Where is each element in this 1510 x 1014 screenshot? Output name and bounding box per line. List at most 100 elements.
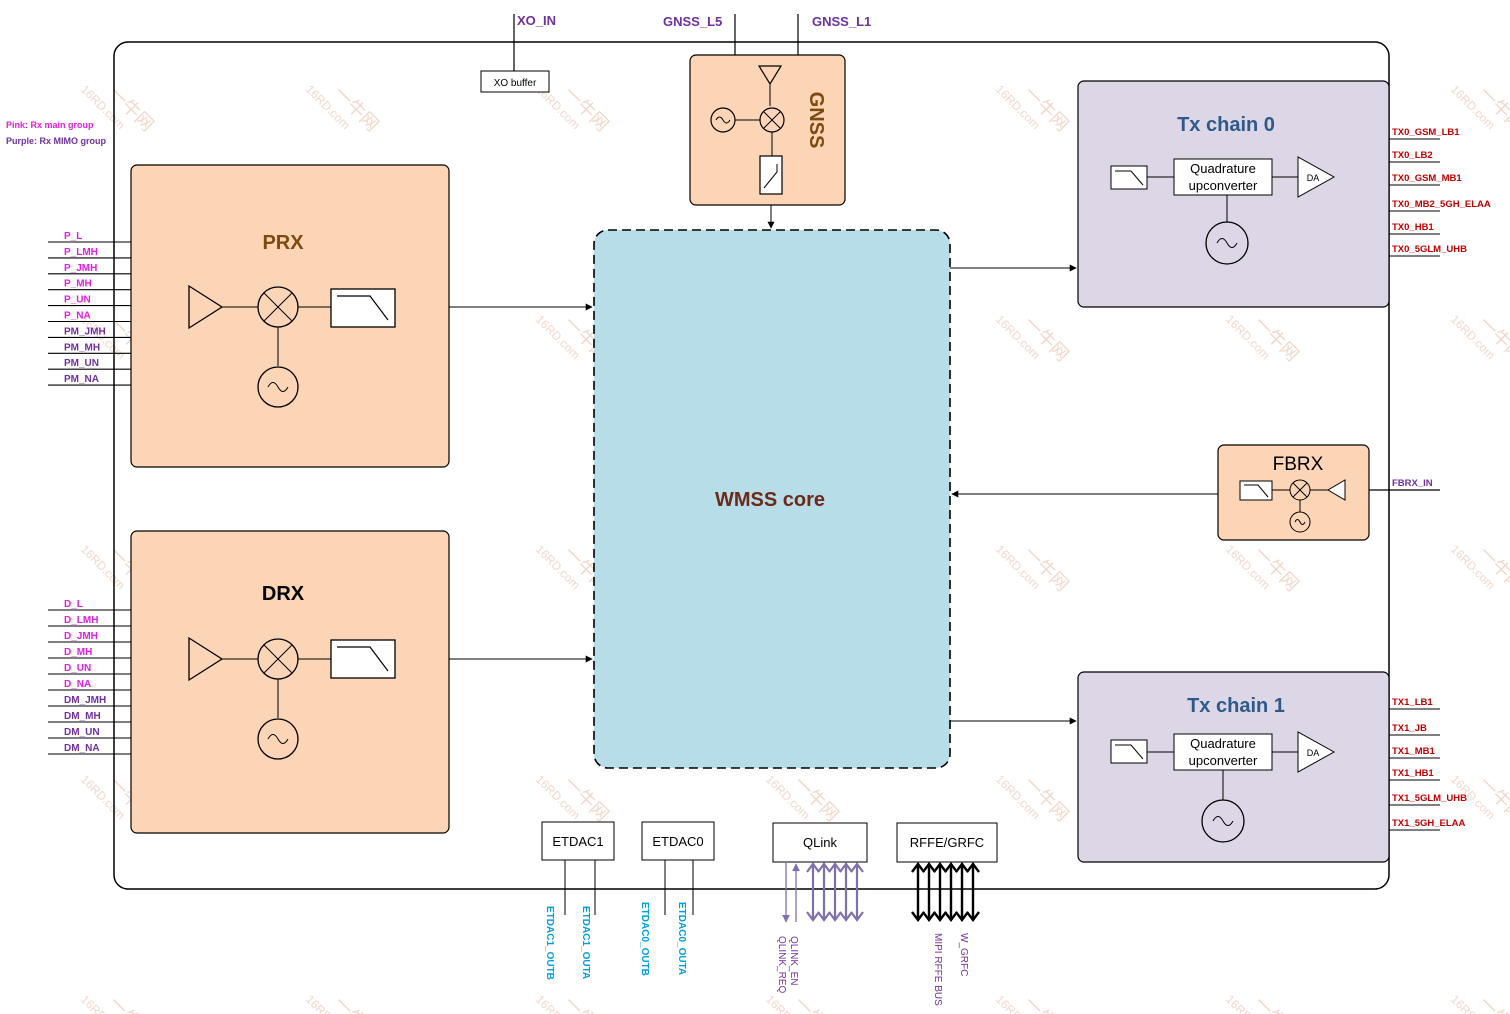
rx-pin-label: P_UN (64, 295, 91, 306)
tx0-filter-icon (1110, 165, 1148, 190)
watermark-brand: 一牛网 (560, 993, 612, 1014)
tx1-da-label: DA (1307, 748, 1320, 758)
tx-pin-label: TX0_LB2 (1392, 150, 1433, 161)
fbrx-lna-icon (1327, 479, 1346, 501)
wmss-core-title: WMSS core (715, 489, 825, 511)
fbrx-title: FBRX (1273, 454, 1324, 475)
rx-pin-label: PM_UN (64, 358, 99, 369)
prx-filter-icon (330, 288, 396, 328)
tx1-quadrature-upconverter (1173, 733, 1273, 771)
rx-pin-label: DM_UN (64, 727, 100, 738)
gnss-block (689, 54, 846, 206)
pin-etdac0-outa: ETDAC0_OUTA (676, 902, 687, 975)
tx-pin-label: TX1_5GLM_UHB (1392, 793, 1467, 804)
qlink-label: QLink (803, 835, 837, 850)
pin-etdac0-outb: ETDAC0_OUTB (639, 902, 650, 976)
watermark-brand: 一牛网 (105, 993, 157, 1014)
tx-pin-label: TX1_LB1 (1392, 697, 1433, 708)
prx-title: PRX (262, 232, 304, 254)
fbrx-lo-icon (1289, 511, 1311, 533)
watermark-brand: 一牛网 (330, 993, 382, 1014)
tx0-da-label: DA (1307, 173, 1320, 183)
pin-w-grfc: W_GRFC (958, 933, 969, 976)
rx-pin-label: D_UN (64, 663, 91, 674)
rx-pin-label: P_NA (64, 311, 91, 322)
tx-pin-label: TX1_5GH_ELAA (1392, 818, 1466, 829)
etdac0-label: ETDAC0 (652, 834, 703, 849)
prx-lna-icon (188, 284, 224, 330)
drx-lna-icon (188, 636, 224, 682)
tx0-lo-icon (1205, 221, 1249, 265)
tx-chain1-title: Tx chain 1 (1187, 695, 1285, 717)
tx1-filter-icon (1110, 739, 1148, 764)
tx-pin-label: TX0_HB1 (1392, 222, 1434, 233)
legend-pink: Pink: Rx main group (6, 120, 94, 130)
prx-lo-icon (257, 366, 299, 408)
pin-gnss-l1: GNSS_L1 (812, 14, 871, 29)
tx0-quad-line2: upconverter (1189, 178, 1258, 193)
pin-etdac1-outa: ETDAC1_OUTA (580, 906, 591, 979)
tx1-quad-line2: upconverter (1189, 753, 1258, 768)
qlink-bus-arrows (806, 862, 864, 922)
watermark-brand: 一牛网 (1250, 993, 1302, 1014)
drx-pin-group: D_LD_LMHD_JMHD_MHD_UND_NADM_JMHDM_MHDM_U… (48, 599, 131, 755)
prx-block (130, 164, 450, 468)
watermark-brand: 一牛网 (1020, 993, 1072, 1014)
gnss-filter-icon (759, 155, 783, 195)
pin-qlink-req: QLINK_REQ (776, 936, 787, 993)
tx-pin-label: TX0_MB2_5GH_ELAA (1392, 199, 1491, 210)
fbrx-filter-icon (1239, 480, 1273, 501)
drx-title: DRX (262, 583, 305, 605)
xo-buffer-block (480, 70, 550, 93)
tx1-lo-icon (1201, 799, 1245, 843)
rx-pin-label: P_MH (64, 279, 92, 290)
etdac1-label: ETDAC1 (552, 834, 603, 849)
tx-pin-label: TX1_JB (1392, 723, 1427, 734)
rx-pin-label: DM_MH (64, 711, 101, 722)
rffe-grfc-label: RFFE/GRFC (910, 835, 984, 850)
drx-lo-icon (257, 718, 299, 760)
xo-buffer-label: XO buffer (494, 78, 537, 89)
tx0-quadrature-upconverter (1173, 158, 1273, 196)
tx-pin-label: TX0_5GLM_UHB (1392, 244, 1467, 255)
tx1-quad-line1: Quadrature (1190, 736, 1256, 751)
tx0-da-icon (1297, 156, 1336, 198)
etdac1-block (541, 821, 615, 861)
drx-block (130, 530, 450, 834)
rx-pin-label: P_LMH (64, 247, 98, 258)
rffe-grfc-block (896, 822, 998, 863)
rx-pin-label: D_LMH (64, 615, 98, 626)
legend-purple: Purple: Rx MIMO group (6, 136, 107, 146)
rx-pin-label: DM_JMH (64, 695, 106, 706)
prx-pin-group: P_L P_LMH P_JMH P_MH P_UN P_NA PM_JMH PM_MH PM_U… (48, 231, 131, 386)
rx-pin-label: P_L (64, 231, 82, 242)
tx-pin-label: TX1_HB1 (1392, 768, 1434, 779)
rx-pin-label: D_L (64, 599, 83, 610)
rx-pin-label: PM_MH (64, 342, 100, 353)
gnss-lna-icon (757, 65, 783, 86)
fbrx-block (1217, 444, 1370, 541)
rx-pin-label: P_JMH (64, 263, 97, 274)
watermark-brand: 一牛网 (1475, 993, 1510, 1014)
rx-pin-label: D_JMH (64, 631, 98, 642)
tx-pin-label: TX1_MB1 (1392, 746, 1435, 757)
pin-gnss-l5: GNSS_L5 (663, 14, 722, 29)
rx-pin-label: PM_JMH (64, 326, 106, 337)
etdac0-block (641, 821, 715, 861)
pin-fbrx-in: FBRX_IN (1392, 478, 1433, 489)
pin-mipi-rffe-bus: MIPI RFFE BUS (932, 933, 943, 1006)
qlink-block (772, 822, 868, 863)
tx0-pin-group: TX0_GSM_LB1TX0_LB2TX0_GSM_MB1TX0_MB2_5GH… (1389, 127, 1491, 257)
pin-qlink-en: QLINK_EN (788, 936, 799, 985)
watermark-brand: 一牛网 (790, 993, 842, 1014)
gnss-title: GNSS (805, 92, 827, 149)
tx1-da-icon (1297, 731, 1336, 773)
rffe-bus-arrows (911, 862, 980, 922)
rx-pin-label: DM_NA (64, 743, 100, 754)
tx-chain0-title: Tx chain 0 (1177, 114, 1275, 136)
chip-boundary (113, 41, 1390, 890)
tx-pin-label: TX0_GSM_LB1 (1392, 127, 1460, 138)
rx-pin-label: PM_NA (64, 374, 99, 385)
